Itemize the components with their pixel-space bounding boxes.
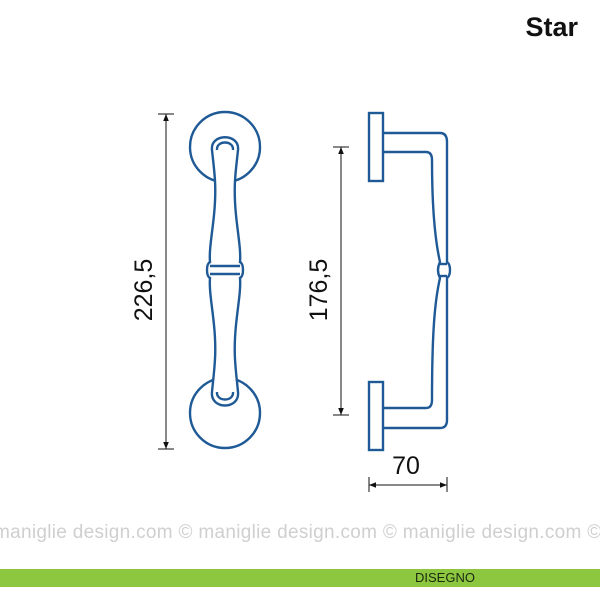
side-view [367, 111, 452, 452]
dim-projection: 70 [392, 452, 420, 480]
footer-label: DISEGNO [415, 570, 475, 585]
front-view [188, 110, 262, 450]
top-base-plate [367, 111, 385, 183]
footer-bar: DISEGNO [0, 569, 600, 587]
watermark: maniglie design.com © maniglie design.co… [0, 522, 600, 543]
handle-side-outline [383, 131, 452, 430]
product-title: Star [525, 12, 578, 42]
dimension-lines [158, 113, 448, 492]
dim-center-distance: 176,5 [305, 259, 333, 322]
bottom-base-plate [367, 380, 385, 452]
dim-total-height: 226,5 [130, 259, 158, 322]
handle-front-outline [205, 136, 245, 407]
